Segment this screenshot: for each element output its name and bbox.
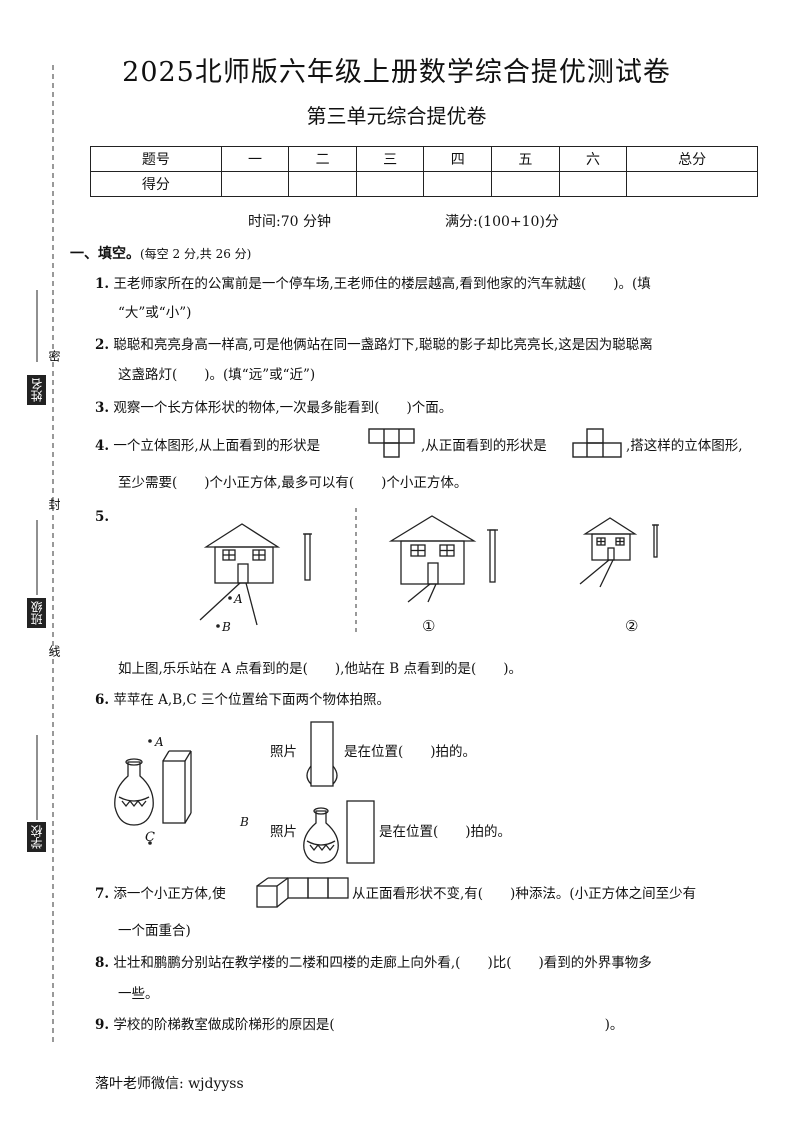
point-b-label: B [222,620,231,634]
position-a-label: A [155,735,164,749]
score-cell[interactable] [355,171,425,197]
score-header-cell: 总分 [626,146,758,172]
seal-char-xian: 线 [47,645,61,657]
question-5-line: 如上图,乐乐站在 A 点看到的是( ),他站在 B 点看到的是( )。 [118,661,522,677]
score-table-score-row: 得分 [90,171,758,197]
photo-1-text: 是在位置( )拍的。 [344,744,477,760]
section-1-note: (每空 2 分,共 26 分) [140,247,252,261]
question-number: 3. [95,400,110,416]
seal-char-mi: 密 [47,350,61,362]
question-9: 9. 学校的阶梯教室做成阶梯形的原因是( )。 [95,1015,623,1035]
seal-char-feng: 封 [47,498,61,510]
photo-2-text: 是在位置( )拍的。 [379,824,512,840]
question-7: 7. 添一个小正方体,使 [95,884,226,904]
question-5: 5. [95,507,109,527]
question-number: 2. [95,337,110,353]
position-b-label: B [240,815,249,829]
house-pole-figure-option-2 [579,517,659,588]
question-2-line-2: 这盏路灯( )。(填“远”或“近”) [118,367,316,383]
cube-row-figure [256,877,349,908]
question-text: 聪聪和亮亮身高一样高,可是他俩站在同一盏路灯下,聪聪的影子却比亮亮长,这是因为聪… [113,337,653,353]
question-2: 2. 聪聪和亮亮身高一样高,可是他俩站在同一盏路灯下,聪聪的影子却比亮亮长,这是… [95,335,775,355]
school-label: 学校 [27,822,46,852]
question-8: 8. 壮壮和鹏鹏分别站在教学楼的二楼和四楼的走廊上向外看,( )比( )看到的外… [95,953,775,973]
question-number: 8. [95,955,110,971]
question-text: 观察一个长方体形状的物体,一次最多能看到( )个面。 [113,400,453,416]
front-view-shape-figure [572,428,622,458]
divider-dashed-line [355,508,357,633]
section-1-title: 一、填空。 [70,246,140,262]
footer-contact: 落叶老师微信: wjdyyss [95,1076,244,1092]
score-cell[interactable] [288,171,357,197]
question-text: 王老师家所在的公寓前是一个停车场,王老师住的楼层越高,看到他家的汽车就越( )。… [113,276,651,292]
question-number: 6. [95,692,110,708]
class-label: 班级 [27,598,46,628]
top-view-shape-figure [368,428,415,458]
name-label: 姓名 [27,375,46,405]
score-header-cell: 六 [558,146,628,172]
question-text: 苹苹在 A,B,C 三个位置给下面两个物体拍照。 [113,692,391,708]
score-cell[interactable] [220,171,290,197]
score-header-cell: 一 [220,146,290,172]
full-score: 满分:(100+10)分 [445,214,559,230]
score-header-cell: 五 [491,146,560,172]
page-subtitle: 第三单元综合提优卷 [306,104,487,128]
house-pole-figure-option-1 [388,515,498,603]
question-number: 5. [95,509,110,525]
question-text: 添一个小正方体,使 [113,886,226,902]
question-3: 3. 观察一个长方体形状的物体,一次最多能看到( )个面。 [95,398,452,418]
house-pole-figure-main [199,523,312,628]
option-1-label: ① [422,617,436,635]
photo-1-figure [306,721,338,787]
position-c-label: C [145,830,155,845]
score-cell[interactable] [626,171,758,197]
name-underline [36,290,38,362]
section-1-header: 一、填空。(每空 2 分,共 26 分) [70,243,251,263]
question-8-line-2: 一些。 [118,986,159,1002]
photo-2-figure [303,800,375,864]
binding-dashed-line [52,65,54,1045]
option-2-label: ② [625,617,639,635]
question-7-text-2: 从正面看形状不变,有( )种添法。(小正方体之间至少有 [352,886,697,902]
question-4-text-3: ,搭这样的立体图形, [626,438,743,454]
score-table: 题号 一 二 三 四 五 六 总分 得分 [90,146,758,197]
question-number: 1. [95,276,110,292]
score-header-cell: 二 [288,146,357,172]
question-1-line-2: “大”或“小”) [118,305,192,321]
score-cell[interactable] [423,171,493,197]
question-text: 壮壮和鹏鹏分别站在教学楼的二楼和四楼的走廊上向外看,( )比( )看到的外界事物… [113,955,652,971]
photo-1-label: 照片 [270,744,297,760]
question-text: 一个立体图形,从上面看到的形状是 [113,438,321,454]
point-a-label: A [234,592,243,606]
question-number: 9. [95,1017,110,1033]
score-cell[interactable] [491,171,560,197]
score-header-cell: 三 [355,146,425,172]
question-text: 学校的阶梯教室做成阶梯形的原因是( )。 [113,1017,624,1033]
question-6: 6. 苹苹在 A,B,C 三个位置给下面两个物体拍照。 [95,690,390,710]
question-4: 4. 一个立体图形,从上面看到的形状是 [95,436,320,456]
score-header-cell: 题号 [90,146,222,172]
vase-prism-figure [114,739,192,845]
class-underline [36,520,38,595]
page-title: 2025北师版六年级上册数学综合提优测试卷 [122,57,671,88]
question-4-line-2: 至少需要( )个小正方体,最多可以有( )个小正方体。 [118,475,468,491]
question-7-line-2: 一个面重合) [118,923,191,939]
time-limit: 时间:70 分钟 [248,214,331,230]
question-number: 4. [95,438,110,454]
score-header-cell: 四 [423,146,493,172]
school-underline [36,735,38,820]
score-table-header-row: 题号 一 二 三 四 五 六 总分 [90,146,758,172]
score-row-label: 得分 [90,171,222,197]
question-number: 7. [95,886,110,902]
score-cell[interactable] [558,171,628,197]
photo-2-label: 照片 [270,824,297,840]
question-1: 1. 王老师家所在的公寓前是一个停车场,王老师住的楼层越高,看到他家的汽车就越(… [95,274,775,294]
question-4-text-2: ,从正面看到的形状是 [421,438,547,454]
